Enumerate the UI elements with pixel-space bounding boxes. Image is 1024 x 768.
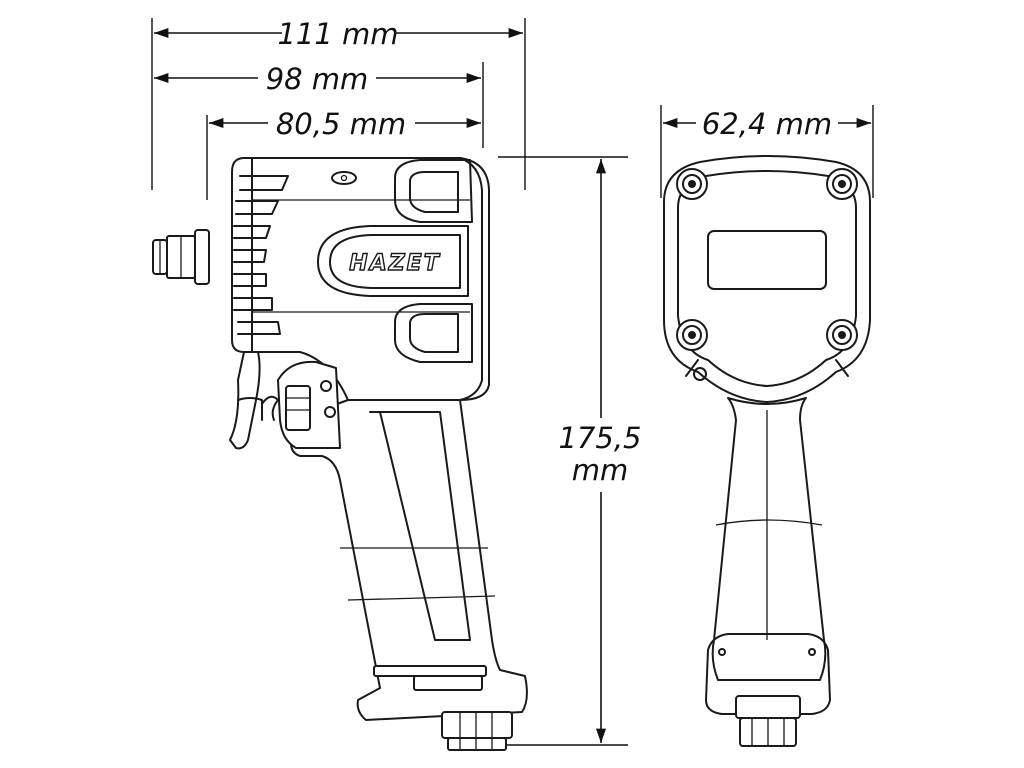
- dimension-label-unit-mm: mm: [572, 453, 629, 487]
- dimension-lines: [151, 18, 874, 746]
- air-inlet-fitting: [441, 711, 513, 751]
- dimension-label-62-4: 62,4 mm: [702, 107, 832, 141]
- bolt-icon: [676, 168, 858, 351]
- rear-window: [707, 230, 827, 290]
- cooling-fins: [233, 175, 289, 335]
- reverse-switch: [261, 360, 341, 449]
- rear-air-fitting: [735, 695, 801, 747]
- impact-wrench-side-view: HAZET: [152, 157, 528, 751]
- svg-text:HAZET: HAZET: [349, 251, 440, 276]
- brand-logo: HAZET: [349, 250, 440, 276]
- dimension-label-111: 111 mm: [277, 17, 398, 51]
- dimension-label-80-5: 80,5 mm: [276, 107, 406, 141]
- square-drive-anvil: [152, 229, 210, 285]
- dimension-label-175-5: 175,5: [558, 421, 641, 455]
- trigger: [229, 351, 263, 450]
- dimension-label-98: 98 mm: [266, 62, 369, 96]
- impact-wrench-rear-view: [663, 155, 871, 747]
